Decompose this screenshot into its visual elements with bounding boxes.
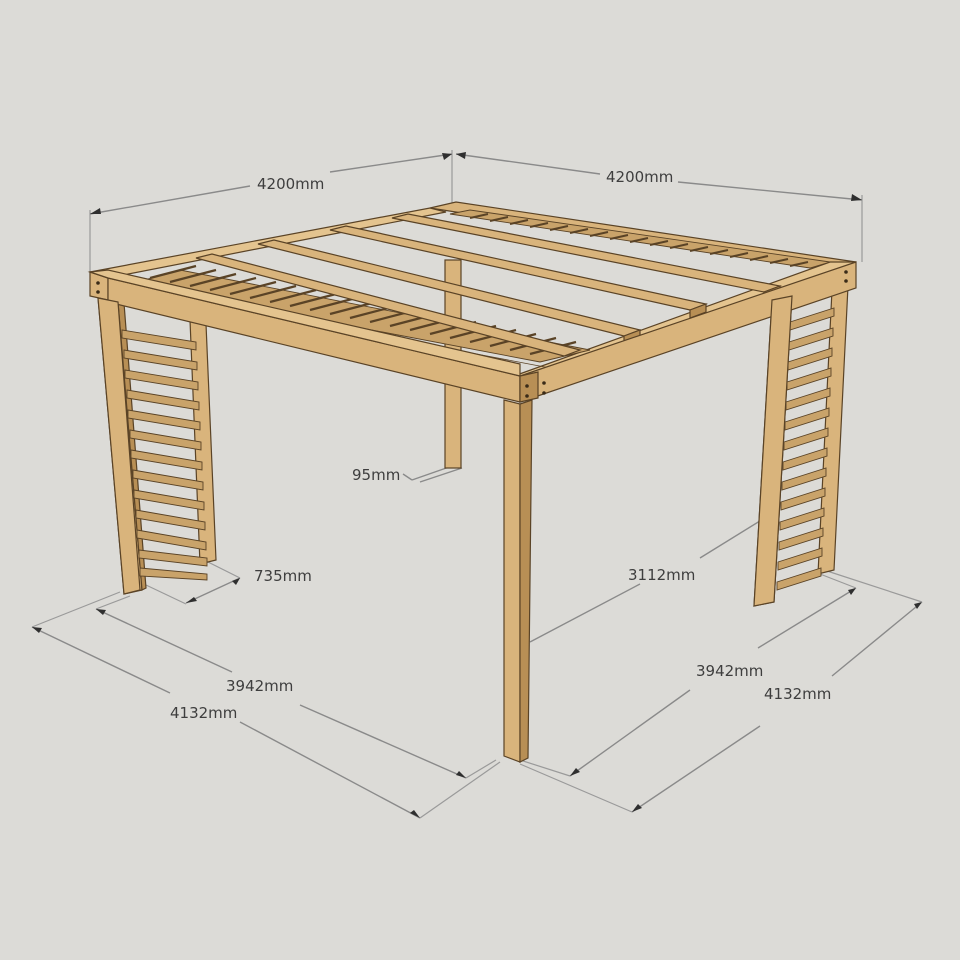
- dim-front-left-inner: 3942mm: [226, 677, 293, 695]
- dim-side-panel-width: 735mm: [254, 567, 312, 585]
- right-louvre-ribs: [469, 213, 809, 267]
- roof-frame: [87, 201, 857, 403]
- front-right-post: [753, 295, 793, 607]
- dim-top-right-width: 4200mm: [606, 168, 673, 186]
- dimension-lines: [31, 150, 923, 819]
- bolts: [96, 270, 848, 398]
- dim-post-size: 95mm: [352, 466, 400, 484]
- front-center-post: [503, 399, 533, 763]
- dim-height: 3112mm: [628, 566, 695, 584]
- dim-front-right-inner: 3942mm: [696, 662, 763, 680]
- dim-top-left-width: 4200mm: [257, 175, 324, 193]
- dim-front-left-outer: 4132mm: [170, 704, 237, 722]
- left-panel-slats: [121, 329, 208, 581]
- dim-front-right-outer: 4132mm: [764, 685, 831, 703]
- dimension-labels: 4200mm 4200mm 95mm 735mm 3112mm 3942mm 4…: [170, 168, 831, 722]
- front-left-post: [97, 297, 141, 595]
